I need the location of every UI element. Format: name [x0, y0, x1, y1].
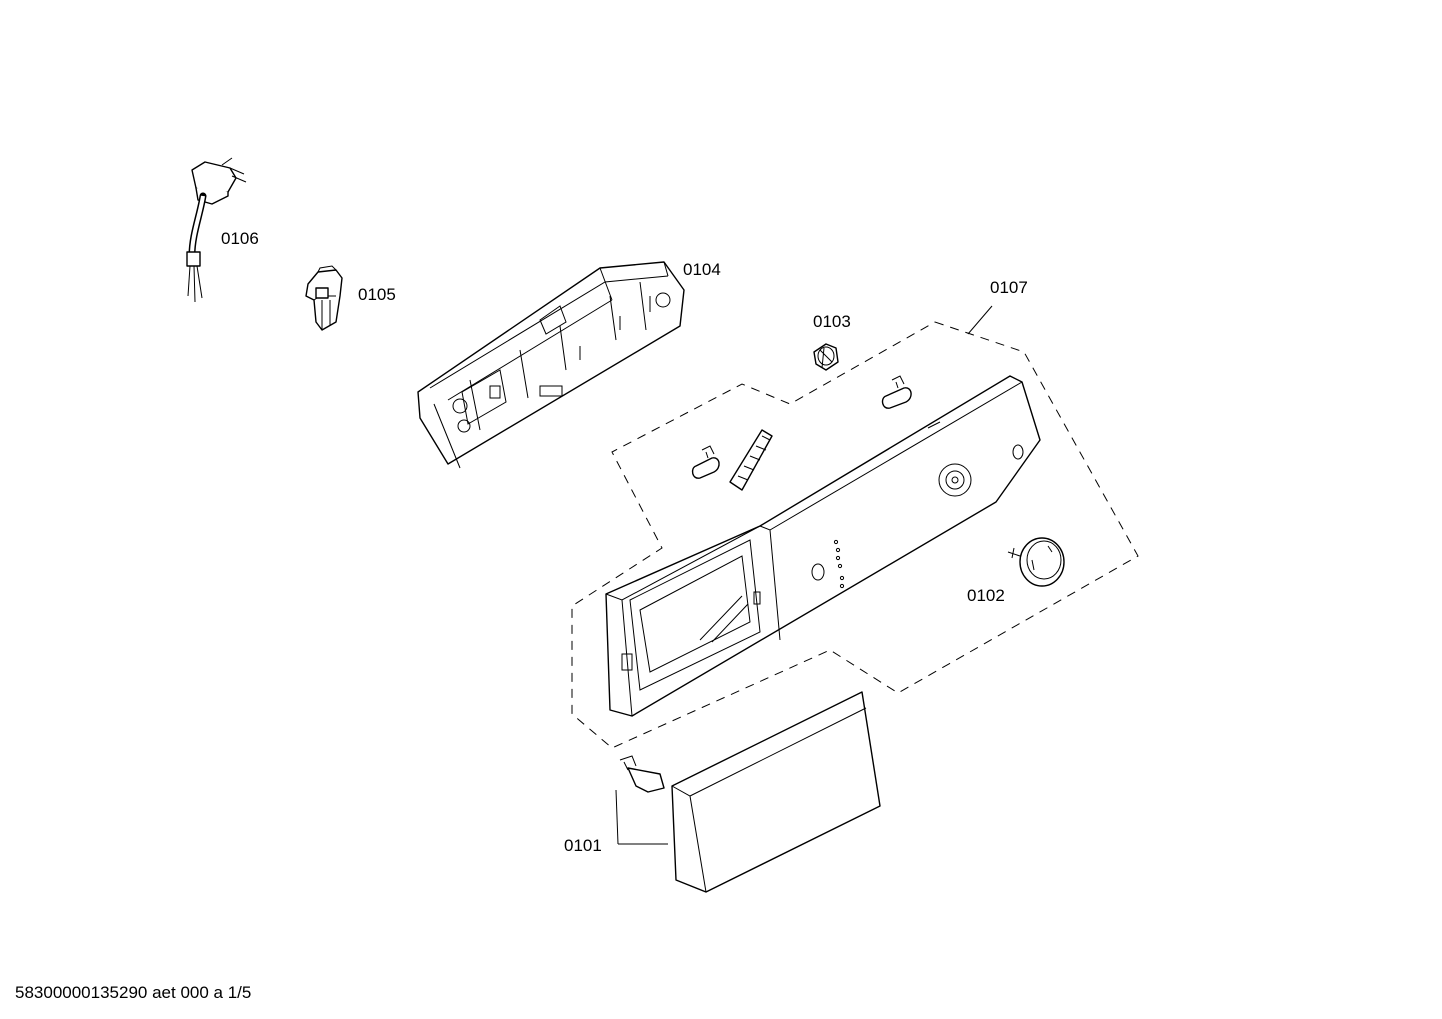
assembly-group-boundary	[571, 321, 1139, 749]
light-guide-left	[691, 445, 720, 479]
label-0104: 0104	[683, 260, 721, 279]
label-0107: 0107	[990, 278, 1028, 297]
hinge-clip	[619, 755, 665, 793]
control-panel-0107	[605, 375, 1041, 717]
leader-0107	[967, 305, 993, 335]
selector-0103	[813, 343, 839, 371]
label-0101: 0101	[564, 836, 602, 855]
program-knob-0102	[1007, 537, 1065, 587]
label-0106: 0106	[221, 229, 259, 248]
drawing-reference: 58300000135290 aet 000 a 1/5	[15, 983, 251, 1002]
label-0102: 0102	[967, 586, 1005, 605]
leader-0101-a	[615, 789, 619, 845]
electronic-module-0104	[417, 261, 685, 469]
contact-strip	[729, 429, 773, 491]
power-cord-0106	[186, 157, 247, 303]
label-0105: 0105	[358, 285, 396, 304]
drawer-handle-0101	[671, 691, 881, 893]
light-guide-right	[881, 375, 912, 409]
label-0103: 0103	[813, 312, 851, 331]
component-0105	[305, 265, 343, 331]
